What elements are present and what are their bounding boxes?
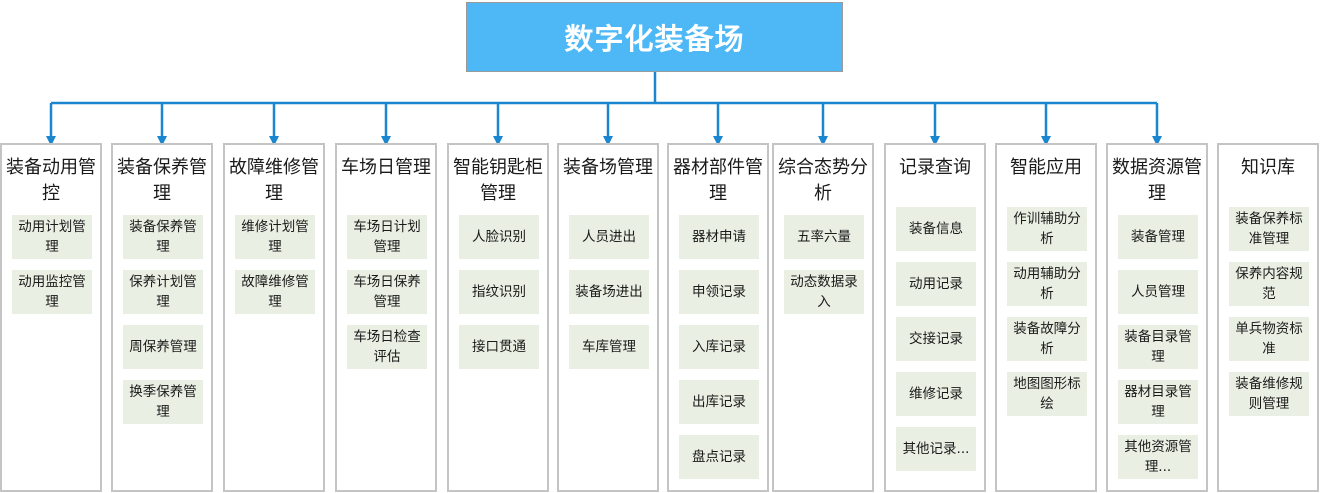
module-column: 器材部件管理器材申请申领记录入库记录出库记录盘点记录 [667,143,769,492]
root-title: 数字化装备场 [466,2,843,72]
module-item[interactable]: 动态数据录入 [784,270,864,314]
module-item[interactable]: 申领记录 [679,270,759,314]
module-item[interactable]: 装备故障分析 [1007,317,1087,361]
module-title: 智能钥匙柜管理 [453,157,543,204]
module-item[interactable]: 装备场进出 [569,270,649,314]
module-item[interactable]: 装备信息 [896,207,976,251]
module-title: 数据资源管理 [1112,157,1202,204]
module-item[interactable]: 出库记录 [679,380,759,424]
module-item[interactable]: 车场日检查评估 [347,325,427,369]
connector-group [46,72,1162,146]
module-item[interactable]: 车场日保养管理 [347,270,427,314]
module-column: 数据资源管理装备管理人员管理装备目录管理器材目录管理其他资源管理... [1106,143,1208,492]
module-item[interactable]: 装备保养管理 [123,215,203,259]
module-item[interactable]: 车场日计划管理 [347,215,427,259]
module-item[interactable]: 单兵物资标准 [1229,317,1309,361]
module-item[interactable]: 人员进出 [569,215,649,259]
module-item[interactable]: 装备保养标准管理 [1229,207,1309,251]
module-item[interactable]: 器材目录管理 [1118,380,1198,424]
module-title: 车场日管理 [341,157,431,178]
module-column: 车场日管理车场日计划管理车场日保养管理车场日检查评估 [335,143,437,492]
module-item[interactable]: 交接记录 [896,317,976,361]
module-title: 智能应用 [1010,157,1082,178]
module-column: 知识库装备保养标准管理保养内容规范单兵物资标准装备维修规则管理 [1217,143,1319,492]
module-title: 器材部件管理 [673,157,763,204]
module-title: 综合态势分析 [778,157,868,204]
module-item[interactable]: 动用辅助分析 [1007,262,1087,306]
module-title: 装备场管理 [563,157,653,178]
module-item[interactable]: 指纹识别 [459,270,539,314]
module-item[interactable]: 装备管理 [1118,215,1198,259]
module-item[interactable]: 故障维修管理 [235,270,315,314]
module-column: 装备保养管理装备保养管理保养计划管理周保养管理换季保养管理 [111,143,213,492]
module-item[interactable]: 其他资源管理... [1118,435,1198,479]
module-item[interactable]: 入库记录 [679,325,759,369]
module-item[interactable]: 作训辅助分析 [1007,207,1087,251]
module-item[interactable]: 维修计划管理 [235,215,315,259]
module-item[interactable]: 动用监控管理 [12,270,92,314]
module-item[interactable]: 动用计划管理 [12,215,92,259]
module-title: 装备动用管控 [6,157,96,204]
module-item[interactable]: 人脸识别 [459,215,539,259]
module-column: 故障维修管理维修计划管理故障维修管理 [223,143,325,492]
module-item[interactable]: 装备目录管理 [1118,325,1198,369]
module-column: 综合态势分析五率六量动态数据录入 [772,143,874,492]
module-title: 记录查询 [899,157,971,178]
module-item[interactable]: 换季保养管理 [123,380,203,424]
module-title: 装备保养管理 [117,157,207,204]
module-column: 装备场管理人员进出装备场进出车库管理 [557,143,659,492]
module-column: 智能钥匙柜管理人脸识别指纹识别接口贯通 [447,143,549,492]
module-item[interactable]: 器材申请 [679,215,759,259]
module-item[interactable]: 盘点记录 [679,435,759,479]
module-item[interactable]: 车库管理 [569,325,649,369]
module-item[interactable]: 五率六量 [784,215,864,259]
module-item[interactable]: 地图图形标绘 [1007,372,1087,416]
module-item[interactable]: 其他记录... [896,427,976,471]
module-item[interactable]: 保养计划管理 [123,270,203,314]
module-item[interactable]: 保养内容规范 [1229,262,1309,306]
module-item[interactable]: 人员管理 [1118,270,1198,314]
module-item[interactable]: 接口贯通 [459,325,539,369]
module-column: 智能应用作训辅助分析动用辅助分析装备故障分析地图图形标绘 [995,143,1097,492]
module-column: 装备动用管控动用计划管理动用监控管理 [0,143,102,492]
module-title: 故障维修管理 [229,157,319,204]
module-column: 记录查询装备信息动用记录交接记录维修记录其他记录... [884,143,986,492]
module-item[interactable]: 周保养管理 [123,325,203,369]
module-item[interactable]: 维修记录 [896,372,976,416]
module-title: 知识库 [1241,157,1295,178]
module-item[interactable]: 动用记录 [896,262,976,306]
module-item[interactable]: 装备维修规则管理 [1229,372,1309,416]
